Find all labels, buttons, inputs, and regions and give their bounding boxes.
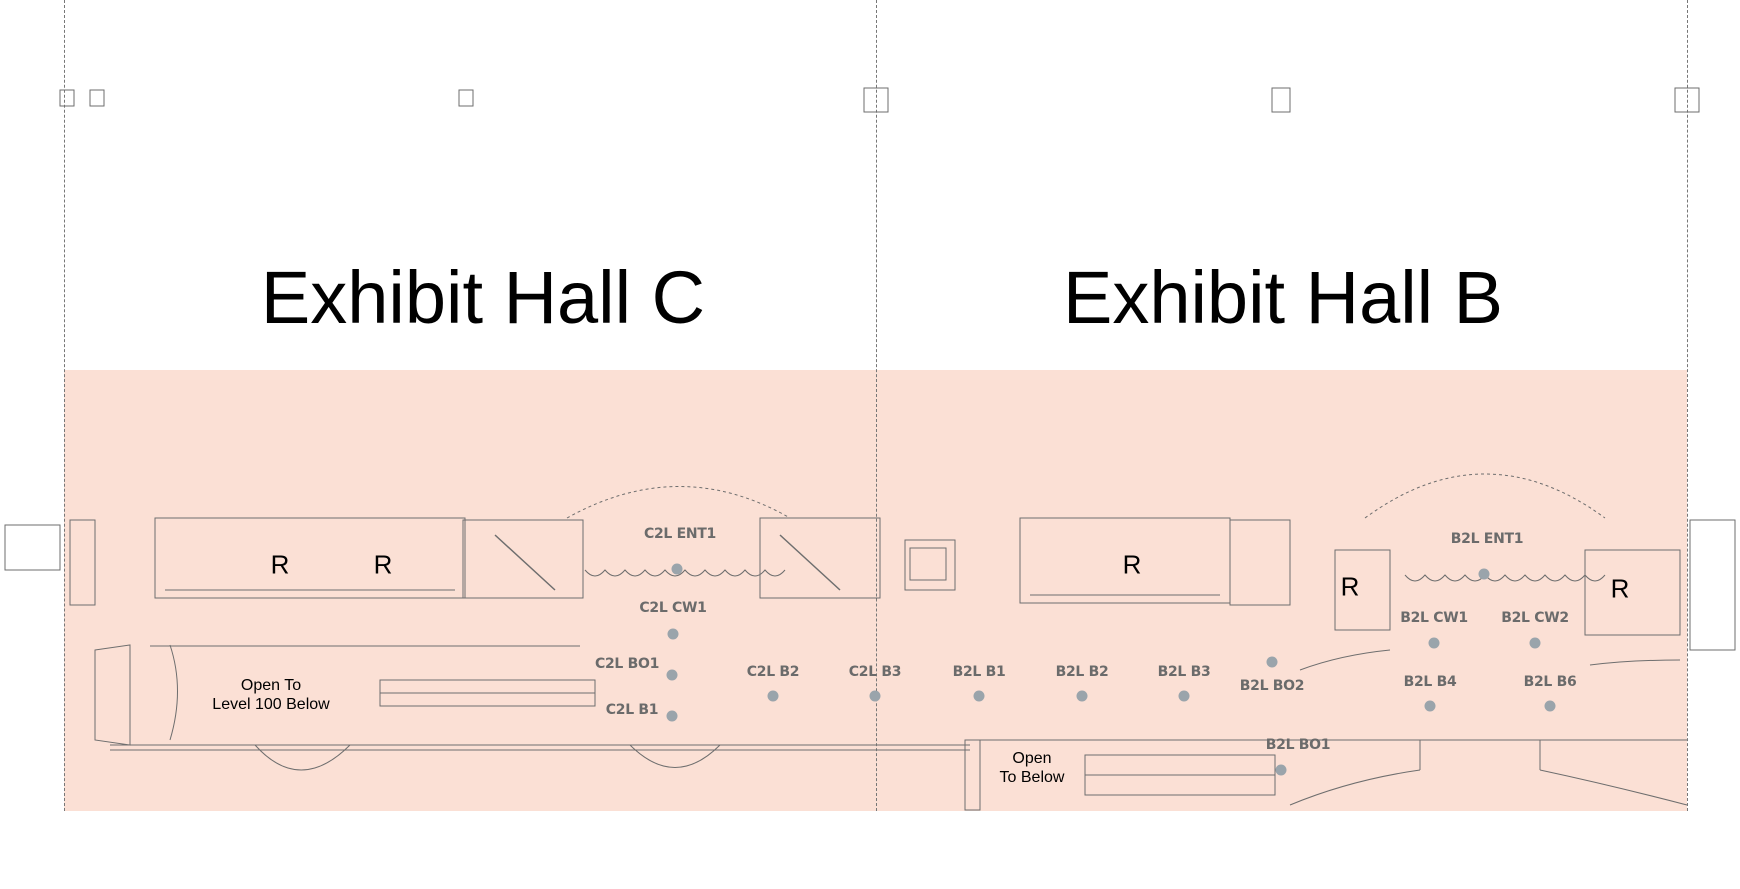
marker-label: B2L B1 [952, 664, 1006, 680]
open-area-label: Open To Below [1000, 749, 1065, 787]
hall-title-c: Exhibit Hall C [260, 256, 706, 339]
location-marker[interactable] [1266, 656, 1278, 668]
marker-label: B2L CW1 [1400, 610, 1468, 626]
location-marker[interactable] [1544, 700, 1556, 712]
marker-label: C2L B2 [746, 664, 800, 680]
location-marker[interactable] [1529, 637, 1541, 649]
hall-title-b: Exhibit Hall B [1062, 256, 1504, 339]
grid-line [1687, 0, 1688, 811]
marker-label: B2L BO2 [1239, 678, 1305, 694]
marker-label: C2L CW1 [639, 600, 707, 616]
location-marker[interactable] [666, 710, 678, 722]
restroom-label: R [373, 549, 393, 580]
location-marker[interactable] [1424, 700, 1436, 712]
restroom-label: R [1122, 549, 1142, 580]
open-area-label: Open To Level 100 Below [212, 676, 329, 714]
open-area-line: Level 100 Below [212, 696, 330, 713]
open-area-line: Open To [240, 677, 302, 694]
location-marker[interactable] [1478, 568, 1490, 580]
marker-label: B2L BO1 [1265, 737, 1331, 753]
restroom-label: R [1340, 571, 1360, 602]
restroom-label: R [270, 549, 290, 580]
open-area-line: To Below [999, 769, 1065, 786]
location-marker[interactable] [1275, 764, 1287, 776]
marker-label: B2L B3 [1157, 664, 1211, 680]
location-marker[interactable] [767, 690, 779, 702]
marker-label: B2L B4 [1403, 674, 1457, 690]
location-marker[interactable] [666, 669, 678, 681]
location-marker[interactable] [667, 628, 679, 640]
grid-line [876, 0, 877, 811]
location-marker[interactable] [1428, 637, 1440, 649]
location-marker[interactable] [1076, 690, 1088, 702]
location-marker[interactable] [671, 563, 683, 575]
location-marker[interactable] [1178, 690, 1190, 702]
open-area-line: Open [1012, 750, 1052, 767]
marker-label: B2L B2 [1055, 664, 1109, 680]
marker-label: C2L B1 [605, 702, 659, 718]
marker-label: C2L B3 [848, 664, 902, 680]
marker-label: B2L B6 [1523, 674, 1577, 690]
restroom-label: R [1610, 573, 1630, 604]
location-marker[interactable] [973, 690, 985, 702]
location-marker[interactable] [869, 690, 881, 702]
marker-label: B2L ENT1 [1450, 531, 1524, 547]
marker-label: C2L BO1 [594, 656, 660, 672]
marker-label: B2L CW2 [1501, 610, 1569, 626]
grid-line [64, 0, 65, 811]
marker-label: C2L ENT1 [644, 526, 716, 542]
